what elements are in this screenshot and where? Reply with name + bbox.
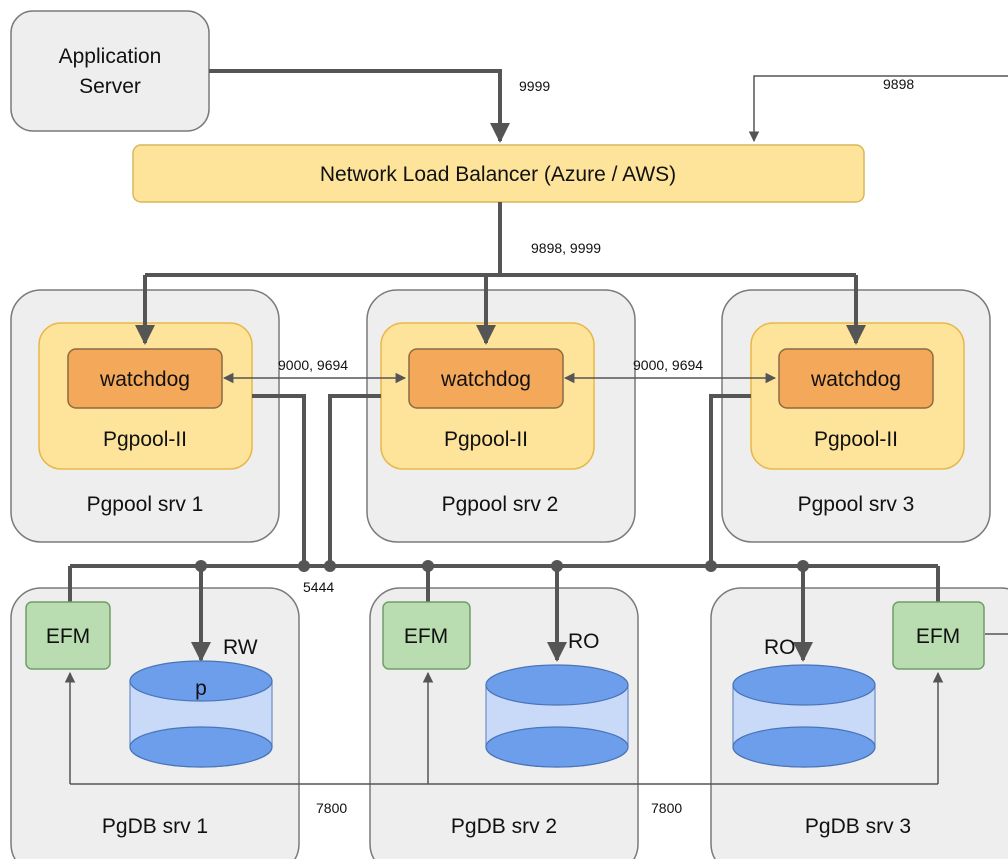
junction-dot [705, 560, 717, 572]
pgdb-server-label-3: PgDB srv 3 [805, 815, 911, 838]
port-label-watchdog-2-3: 9000, 9694 [633, 357, 703, 373]
pgpool-1-to-db-connector [252, 394, 306, 566]
database-cylinder-2 [485, 664, 629, 768]
junction-dot [298, 560, 310, 572]
load-balancer-label: Network Load Balancer (Azure / AWS) [320, 163, 676, 186]
pgpool-ii-label-3: Pgpool-II [814, 428, 898, 451]
access-label-3: RO [764, 636, 796, 659]
junction-dot [422, 560, 434, 572]
junction-dot [195, 560, 207, 572]
efm-label-1: EFM [46, 625, 90, 648]
watchdog-box-3 [778, 348, 934, 409]
efm-box-1: EFM [25, 601, 111, 670]
watchdog-label-2: watchdog [440, 368, 531, 391]
watchdog-label-1: watchdog [99, 368, 190, 391]
pgpool-2-to-db-connector [328, 394, 381, 566]
pgpool-server-label-1: Pgpool srv 1 [87, 493, 204, 516]
junction-dot [797, 560, 809, 572]
pgpool-server-1: watchdog Pgpool-II Pgpool srv 1 [10, 289, 280, 543]
pgpool-server-label-2: Pgpool srv 2 [442, 493, 559, 516]
port-label-external-to-lb: 9898 [883, 76, 914, 92]
application-server-label-line2: Server [79, 75, 141, 98]
pgpool-server-2: watchdog Pgpool-II Pgpool srv 2 [366, 289, 636, 543]
port-label-app-to-lb: 9999 [519, 78, 550, 94]
port-label-watchdog-1-2: 9000, 9694 [278, 357, 348, 373]
database-cylinder-1: p [129, 660, 273, 768]
pgpool-3-to-db-connector [709, 394, 751, 566]
watchdog-box-1 [67, 348, 223, 409]
pgpool-server-3: watchdog Pgpool-II Pgpool srv 3 [721, 289, 991, 543]
app-to-lb-connector [209, 69, 510, 143]
port-label-efm-1-2: 7800 [316, 800, 347, 816]
efm-box-2: EFM [382, 601, 471, 670]
primary-marker: p [195, 677, 207, 700]
pgpool-ii-label-1: Pgpool-II [103, 428, 187, 451]
pgpool-ii-label-2: Pgpool-II [444, 428, 528, 451]
port-label-efm-2-3: 7800 [651, 800, 682, 816]
efm-label-2: EFM [404, 625, 448, 648]
junction-dot [551, 560, 563, 572]
watchdog-box-2 [408, 348, 564, 409]
port-label-pgpool-to-db: 5444 [303, 579, 334, 595]
port-label-lb-to-pgpool: 9898, 9999 [531, 240, 601, 256]
database-cylinder-3 [732, 664, 876, 768]
watchdog-label-3: watchdog [810, 368, 901, 391]
pgpool-server-label-3: Pgpool srv 3 [798, 493, 915, 516]
application-server-label-line1: Application [59, 45, 162, 68]
application-server: Application Server [10, 10, 210, 132]
access-label-2: RO [568, 630, 600, 653]
efm-label-3: EFM [916, 625, 960, 648]
access-label-1: RW [223, 636, 258, 659]
network-load-balancer: Network Load Balancer (Azure / AWS) [132, 144, 865, 203]
junction-dot [324, 560, 336, 572]
pgdb-server-label-1: PgDB srv 1 [102, 815, 208, 838]
efm-box-3: EFM [892, 601, 985, 670]
pgdb-server-label-2: PgDB srv 2 [451, 815, 557, 838]
external-to-lb-connector [748, 75, 1008, 143]
